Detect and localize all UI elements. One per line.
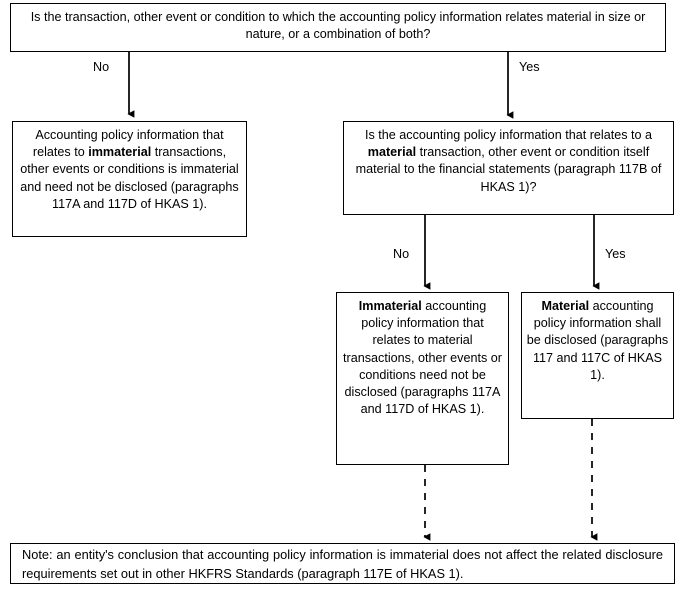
node-question-1-line-1: Is the transaction, other event or condi… [30,10,605,24]
node-immaterial-outcome-left: Accounting policy information that relat… [12,121,247,237]
edge-label-q1-no: No [93,60,110,74]
node-question-1-line-2: size or nature, or a combination of both… [245,10,646,42]
immaterial-left-pre: Accounting policy information that relat… [32,128,224,160]
question-2-keyword: material [367,145,417,160]
node-immaterial-outcome-middle-text: Immaterial accounting policy information… [337,298,508,418]
edge-label-q1-yes: Yes [519,60,540,74]
node-note-text: Note: an entity's conclusion that accoun… [22,546,663,581]
edge-label-q2-yes: Yes [605,247,626,261]
node-question-1-text: Is the transaction, other event or condi… [11,9,665,43]
node-immaterial-outcome-left-text: Accounting policy information that relat… [13,127,246,213]
edge-label-q2-no: No [393,247,410,261]
immaterial-mid-post: accounting policy information that relat… [343,299,502,417]
node-material-outcome-right-text: Material accounting policy information s… [522,298,673,384]
node-question-1: Is the transaction, other event or condi… [10,3,666,52]
immaterial-mid-keyword: Immaterial [358,299,422,313]
node-immaterial-outcome-middle: Immaterial accounting policy information… [336,292,509,465]
node-material-outcome-right: Material accounting policy information s… [521,292,674,419]
material-right-post: accounting policy information shall be d… [526,299,669,382]
immaterial-left-post: transactions, other events or conditions… [20,145,239,211]
question-2-post: transaction, other event or condition it… [355,145,662,194]
material-right-keyword: Material [541,299,590,313]
immaterial-left-keyword: immaterial [88,145,152,160]
node-question-2-text: Is the accounting policy information tha… [344,127,673,196]
question-2-pre: Is the accounting policy information tha… [364,128,653,142]
node-question-2: Is the accounting policy information tha… [343,121,674,215]
node-note: Note: an entity's conclusion that accoun… [10,543,675,584]
